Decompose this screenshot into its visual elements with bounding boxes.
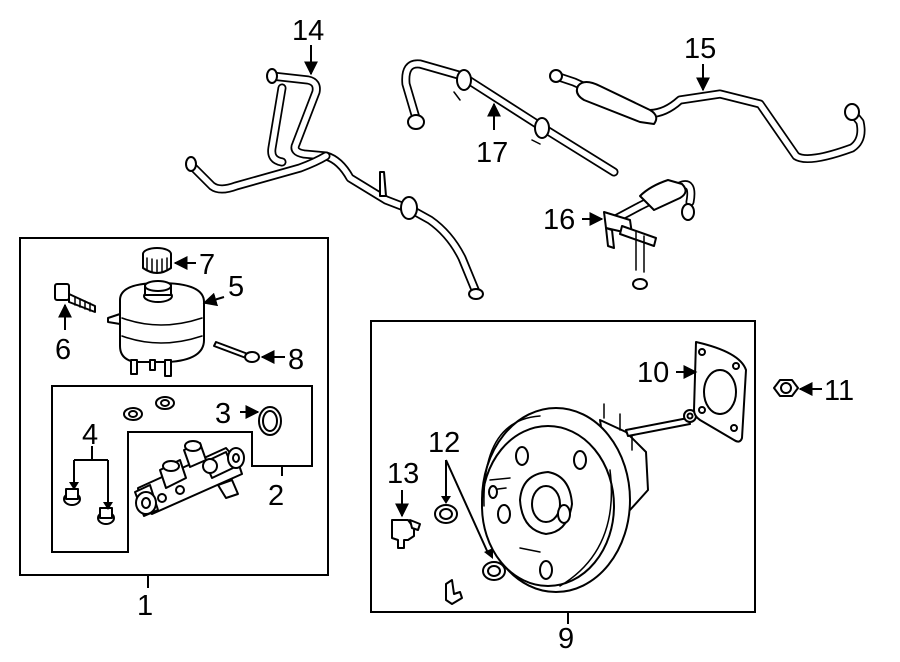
vacuum-hose-icon xyxy=(185,68,484,300)
reservoir-cap-icon xyxy=(142,247,172,274)
brake-booster-icon xyxy=(481,403,697,593)
callout-9: 9 xyxy=(558,623,574,655)
fluid-level-sensor-icon xyxy=(213,341,260,363)
callout-5: 5 xyxy=(228,271,244,303)
callout-8: 8 xyxy=(288,344,304,376)
callout-2: 2 xyxy=(268,480,284,512)
leader-12 xyxy=(445,459,489,554)
vacuum-sensor-icon xyxy=(603,179,696,290)
grommet-icon xyxy=(123,396,175,421)
bolt-icon xyxy=(54,283,96,313)
brake-fluid-reservoir-icon xyxy=(107,280,205,377)
clip-icon xyxy=(445,579,463,605)
callout-16: 16 xyxy=(543,204,575,236)
callout-7: 7 xyxy=(199,249,215,281)
leader-4 xyxy=(73,446,109,504)
callout-1: 1 xyxy=(137,590,153,622)
master-cylinder-icon xyxy=(134,440,245,517)
callout-4: 4 xyxy=(82,419,98,451)
plug-icon xyxy=(63,488,115,525)
vacuum-hose-icon xyxy=(549,69,866,164)
nut-icon xyxy=(773,379,799,397)
vacuum-hose-icon xyxy=(401,59,619,177)
callout-15: 15 xyxy=(684,33,716,65)
brake-booster-group-box xyxy=(370,320,756,613)
callout-10: 10 xyxy=(637,357,669,389)
callout-6: 6 xyxy=(55,334,71,366)
master-cylinder-group-box xyxy=(19,237,329,576)
callout-14: 14 xyxy=(292,15,324,47)
callout-3: 3 xyxy=(215,398,231,430)
check-valve-icon xyxy=(391,519,421,549)
callout-11: 11 xyxy=(824,375,854,407)
callout-13: 13 xyxy=(387,458,419,490)
o-ring-seal-icon xyxy=(258,406,282,436)
callout-17: 17 xyxy=(476,137,508,169)
booster-gasket-icon xyxy=(693,341,747,443)
callout-12: 12 xyxy=(428,427,460,459)
o-ring-seal-icon xyxy=(434,504,506,581)
seal-kit-sub-box xyxy=(51,385,313,553)
